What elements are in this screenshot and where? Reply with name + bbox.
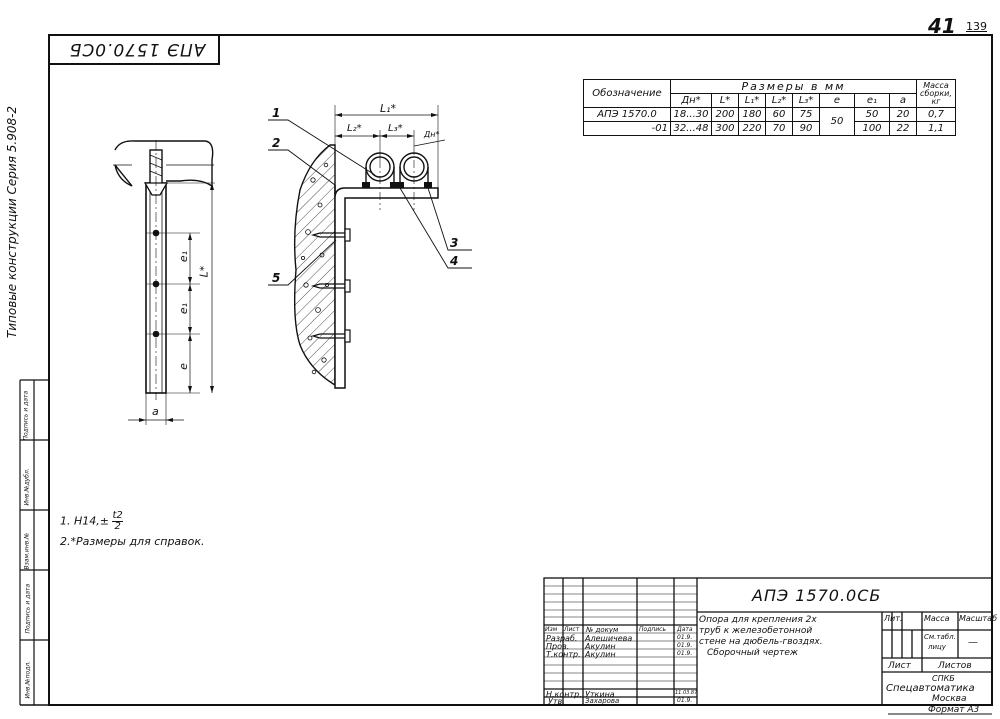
col-designation: Обозначение — [583, 79, 671, 108]
strip-label-inv-podl: Инв.№подл. — [24, 660, 32, 699]
mass-value-2: лицу — [928, 643, 946, 651]
dim-label-e1-bottom: e₁ — [177, 302, 191, 315]
role-checker: Пров. — [546, 642, 570, 651]
name-norm-control: Уткина — [585, 690, 615, 699]
sheet-label: Лист — [888, 661, 911, 671]
col-L3: L₃* — [792, 93, 820, 108]
title-desc-line-3: стене на дюбель-гвоздях. — [699, 637, 823, 647]
mass-value: См.табл. — [924, 633, 956, 641]
note-1: 1. Н14,± t2 2 — [60, 510, 123, 532]
title-desc-line-1: Опора для крепления 2х — [699, 615, 817, 625]
scale-value: — — [968, 637, 978, 648]
role-tech-control: Т.контр. — [546, 650, 581, 659]
header-change: Изм — [545, 626, 558, 633]
date-norm-control: 11.03.87 — [675, 690, 698, 696]
strip-label-sign-date-2: Подпись и дата — [22, 390, 30, 441]
position-1: 1 — [272, 106, 281, 120]
header-date: Дата — [677, 626, 693, 633]
dim-label-L: L* — [197, 265, 211, 278]
position-2: 2 — [272, 136, 281, 150]
strip-label-inv-dubl: Инв.№дубл. — [23, 468, 31, 506]
mass-header: Масса сборки, кг — [916, 79, 956, 108]
role-approved: Утв. — [548, 697, 565, 706]
dim-label-e1-top: e₁ — [177, 250, 191, 263]
col-e: e — [819, 93, 855, 108]
col-dn: Дн* — [670, 93, 712, 108]
position-5: 5 — [272, 271, 281, 285]
position-3: 3 — [450, 236, 459, 250]
title-desc-line-2: труб к железобетонной — [699, 626, 813, 636]
date-developer: 01.9. — [677, 634, 693, 641]
title-desc-line-4: Сборочный чертеж — [707, 648, 799, 658]
name-approved: Захарова — [585, 697, 620, 705]
col-L1: L₁* — [738, 93, 766, 108]
note-2: 2.*Размеры для справок. — [60, 535, 205, 548]
dim-label-dn: Дн* — [424, 130, 440, 139]
lit-label: Лит. — [884, 614, 903, 623]
dim-label-a: a — [152, 405, 159, 418]
series-label: Типовые конструкции Серия 5.908-2 — [5, 105, 19, 339]
shared-e-value: 50 — [819, 107, 855, 136]
sheets-label: Листов — [938, 661, 972, 671]
date-tech-control: 01.9. — [677, 650, 693, 657]
stamp-code: АПЭ 1570.0СБ — [68, 39, 206, 59]
col-L: L* — [711, 93, 739, 108]
table-row: АПЭ 1570.0 18...30 200 180 60 75 50 50 2… — [583, 107, 956, 136]
dim-label-L2: L₂* — [347, 123, 362, 134]
org-line-1: СПКБ — [932, 674, 955, 683]
format-label: Формат А3 — [928, 705, 980, 715]
position-4: 4 — [450, 254, 459, 268]
mass-label: Масса — [924, 614, 950, 623]
role-developer: Разраб. — [546, 634, 578, 643]
dim-label-L3: L₃* — [388, 123, 403, 134]
header-sign: Подпись — [639, 626, 666, 633]
strip-label-sign-date-1: Подпись и дата — [24, 583, 32, 634]
col-L2: L₂* — [765, 93, 793, 108]
dim-label-e: e — [176, 363, 190, 370]
name-checker: Акулин — [585, 642, 616, 651]
handwritten-page-number: 41 — [928, 14, 956, 38]
table-row: -01 32...48 300 220 70 90 100 22 1,1 — [583, 121, 956, 136]
role-norm-control: Н.контр. — [546, 690, 582, 699]
header-sheet: Лист — [564, 626, 580, 633]
printed-page-number: 139 — [966, 20, 987, 33]
name-developer: Алешичева — [585, 634, 633, 643]
col-a: a — [889, 93, 917, 108]
org-line-3: Москва — [932, 694, 967, 704]
scale-label: Масштаб — [959, 614, 998, 623]
header-docnum: № докум — [586, 626, 619, 634]
name-tech-control: Акулин — [585, 650, 616, 659]
org-line-2: Спецавтоматика — [886, 683, 975, 694]
strip-label-vzam-inv: Взам.инв.№ — [23, 532, 31, 570]
dimensions-table: Обозначение Размеры в мм Масса сборки, к… — [583, 79, 956, 136]
sizes-header: Размеры в мм — [670, 79, 917, 94]
date-approved: 01.9. — [677, 697, 693, 704]
title-doc-code: АПЭ 1570.0СБ — [752, 586, 882, 605]
col-e1: e₁ — [854, 93, 890, 108]
date-checker: 01.9. — [677, 642, 693, 649]
dim-label-L1: L₁* — [380, 102, 397, 115]
